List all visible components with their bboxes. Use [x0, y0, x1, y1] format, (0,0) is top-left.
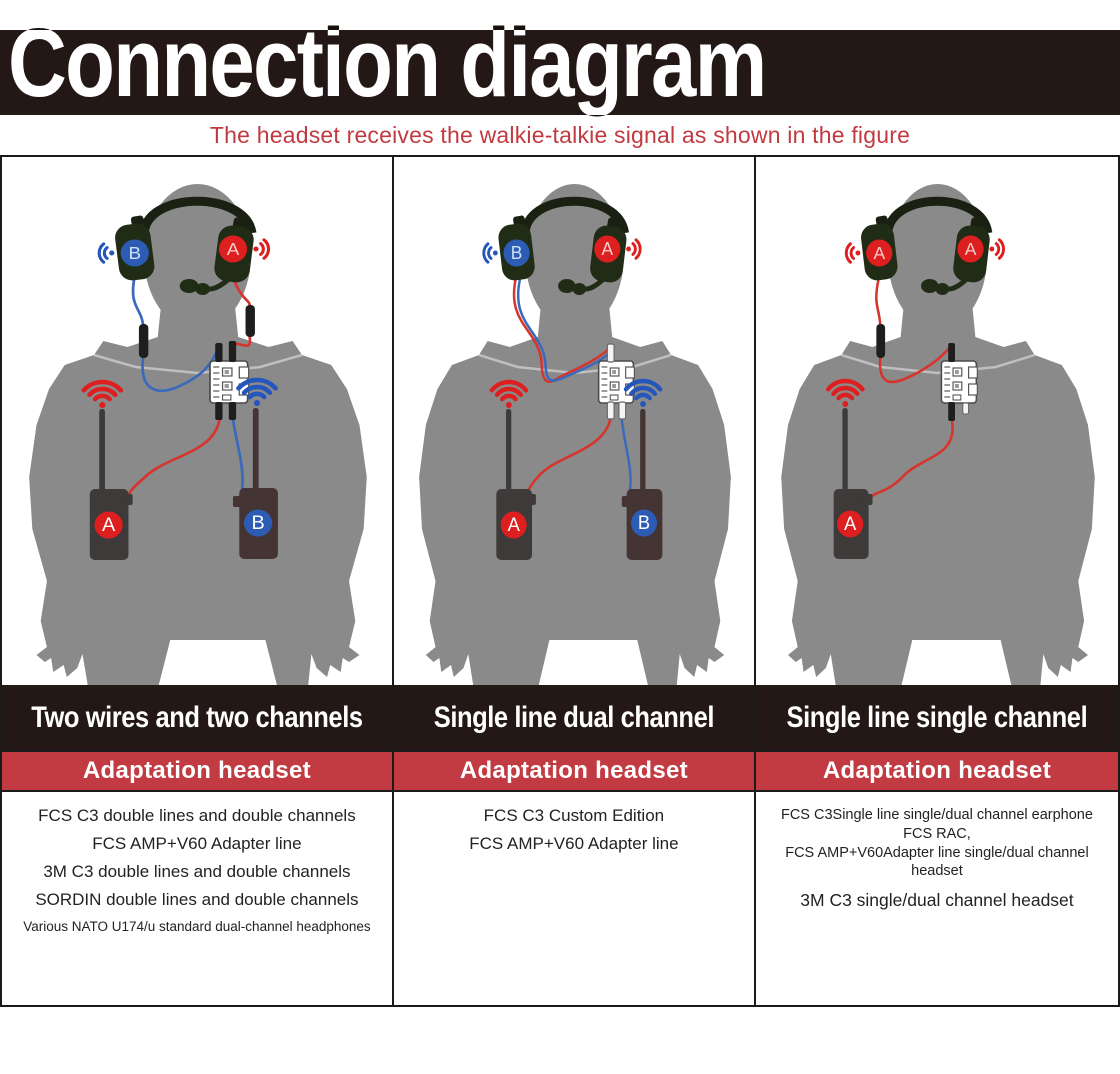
cable-connector [876, 324, 886, 358]
headset-badge-left: A [866, 239, 893, 267]
compat-list: FCS C3 Custom Edition FCS AMP+V60 Adapte… [394, 792, 754, 1005]
person-silhouette [779, 182, 1096, 685]
signal-waves-right-icon [624, 238, 642, 260]
radio-a: A [833, 408, 873, 559]
panel-title-bar: Single line dual channel [393, 685, 754, 750]
list-item: SORDIN double lines and double channels [35, 890, 359, 909]
wire-red [878, 345, 952, 384]
panels-grid: B A A [0, 155, 1120, 1007]
list-item: FCS AMP+V60 Adapter line [469, 834, 679, 853]
signal-waves-left-icon [482, 242, 500, 264]
panel-single-line-dual: B A A [393, 157, 756, 1005]
signal-waves-left-icon [97, 242, 116, 264]
radio-b: B [621, 409, 663, 560]
panel-title-bar: Two wires and two channels [2, 685, 392, 750]
person-silhouette [417, 182, 733, 685]
header: Connection diagram Connection diagram [0, 0, 1120, 115]
headset-badge-right: A [218, 235, 248, 263]
list-item: FCS RAC, [903, 826, 971, 842]
page-title: Connection diagram [8, 30, 767, 115]
svg-text:A: A [873, 243, 885, 263]
svg-text:A: A [601, 239, 613, 259]
list-item: FCS C3Single line single/dual channel ea… [780, 807, 1093, 823]
svg-text:B: B [638, 512, 650, 533]
list-item: 3M C3 single/dual channel headset [800, 890, 1074, 910]
adaptation-banner: Adaptation headset [755, 750, 1118, 792]
compat-list: FCS C3 double lines and double channels … [2, 792, 392, 1005]
wire-blue [516, 275, 614, 382]
header-banner: Connection diagram [0, 30, 1120, 115]
wire-red [868, 420, 954, 500]
radio-a: A [89, 409, 133, 560]
headset-badge-left: B [503, 239, 530, 267]
ptt-adapter [597, 343, 636, 420]
cable-connector [245, 305, 255, 337]
cable-connector [138, 324, 149, 358]
signal-waves-left-icon [844, 242, 862, 264]
list-item: Various NATO U174/u standard dual-channe… [23, 919, 371, 934]
panel-title-bar: Single line single channel [755, 685, 1118, 750]
headset-badge-right: A [957, 235, 984, 263]
signal-waves-right-icon [987, 238, 1005, 260]
svg-text:A: A [102, 514, 115, 536]
wire-red [231, 276, 252, 308]
wire-red [875, 274, 882, 327]
list-item: 3M C3 double lines and double channels [43, 862, 351, 881]
adaptation-banner: Adaptation headset [393, 750, 754, 792]
wire-red [127, 418, 221, 498]
svg-text:A: A [227, 238, 240, 259]
svg-text:A: A [507, 514, 520, 535]
headset-badge-right: A [594, 235, 621, 263]
ptt-adapter [940, 343, 979, 421]
panel-two-wires: B A A [2, 157, 394, 1005]
wire-blue [131, 274, 145, 327]
svg-text:B: B [128, 242, 141, 263]
headset-badge-left: B [120, 239, 149, 267]
radio-b: B [232, 408, 278, 559]
wire-blue [620, 418, 632, 495]
subtitle: The headset receives the walkie-talkie s… [209, 121, 911, 148]
list-item: FCS AMP+V60 Adapter line [92, 834, 302, 853]
radio-a: A [496, 409, 536, 560]
diagram-single-line-dual: B A A [393, 157, 754, 685]
adaptation-banner: Adaptation headset [2, 750, 392, 792]
svg-text:B: B [511, 243, 523, 263]
panel-single-line-single: A A A [755, 157, 1118, 1005]
compat-list: FCS C3Single line single/dual channel ea… [756, 792, 1118, 1005]
panel-title: Two wires and two channels [31, 700, 363, 734]
svg-text:A: A [965, 239, 977, 259]
signal-waves-right-icon [251, 238, 271, 260]
wire-blue [231, 418, 244, 497]
list-item: FCS C3 double lines and double channels [38, 806, 356, 825]
list-item: FCS AMP+V60Adapter line single/dual chan… [785, 845, 1089, 879]
panel-title: Single line dual channel [433, 700, 715, 734]
svg-text:A: A [844, 513, 857, 534]
ptt-adapter [209, 341, 250, 420]
wire-red [512, 273, 612, 383]
list-item: FCS C3 Custom Edition [483, 806, 665, 825]
diagram-single-line-single: A A A [755, 157, 1118, 685]
bottom-whitespace [0, 1007, 1120, 1074]
svg-text:B: B [251, 512, 264, 534]
diagram-two-wires: B A A [2, 157, 392, 685]
person-silhouette [27, 182, 369, 685]
panel-title: Single line single channel [786, 700, 1088, 734]
